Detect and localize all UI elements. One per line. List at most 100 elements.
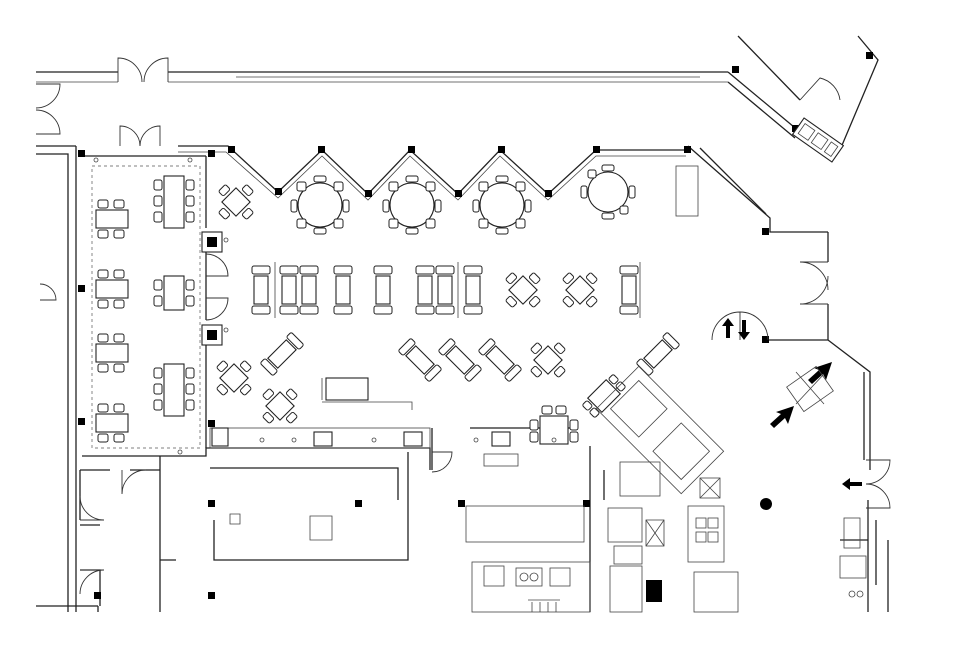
round-table-8[interactable] — [472, 175, 532, 235]
table-6[interactable] — [153, 175, 195, 229]
diagonal-table-4[interactable] — [581, 373, 626, 418]
diamond-table-4[interactable] — [252, 378, 309, 435]
column — [208, 592, 215, 599]
table-2[interactable] — [415, 265, 435, 315]
column — [208, 150, 215, 157]
column — [78, 150, 85, 157]
column — [792, 125, 799, 132]
round-tables[interactable] — [290, 164, 636, 235]
private-dining-tables[interactable] — [95, 175, 195, 443]
column — [684, 146, 691, 153]
column-x — [699, 477, 721, 499]
door-arc-icon[interactable] — [799, 275, 829, 305]
table-4[interactable] — [95, 333, 129, 373]
diamond-table-4[interactable] — [206, 350, 263, 407]
diamond-table-4[interactable] — [208, 174, 265, 231]
table-2[interactable] — [299, 265, 319, 315]
table-2[interactable] — [619, 265, 639, 315]
prep-table — [619, 461, 661, 497]
door-arc-icon[interactable] — [79, 495, 105, 521]
table-2[interactable] — [333, 265, 353, 315]
column — [94, 592, 101, 599]
column — [458, 500, 465, 507]
round-table-8[interactable] — [290, 175, 350, 235]
arrow-up-left-icon — [808, 362, 832, 384]
screen — [403, 431, 423, 447]
exit-arrows — [722, 318, 862, 490]
diagonal-table-2[interactable] — [478, 338, 522, 382]
column — [498, 146, 505, 153]
column — [355, 500, 362, 507]
table-4[interactable] — [529, 405, 579, 445]
bar-equipment — [483, 453, 519, 467]
round-table-6[interactable] — [580, 164, 636, 220]
bar-counter — [209, 427, 431, 449]
table-2[interactable] — [463, 265, 483, 315]
column — [78, 285, 85, 292]
door-arc-icon[interactable] — [865, 483, 891, 509]
column — [866, 52, 873, 59]
table-2[interactable] — [373, 265, 393, 315]
exterior-walls — [36, 35, 889, 612]
diagonal-table-2[interactable] — [398, 338, 442, 382]
screen — [313, 431, 333, 447]
door-arc-icon[interactable] — [799, 77, 841, 101]
kitchen-equipment — [471, 505, 867, 613]
arrow-down-icon — [738, 320, 750, 340]
private-dining-zone — [91, 165, 201, 449]
column — [583, 500, 590, 507]
table-4[interactable] — [95, 403, 129, 443]
equipment — [229, 513, 333, 541]
table-2[interactable] — [435, 265, 455, 315]
diamond-table-4[interactable] — [495, 262, 552, 319]
door-arc-icon[interactable] — [121, 469, 147, 495]
door-arc-icon[interactable] — [205, 253, 229, 277]
column — [762, 336, 769, 343]
table-4[interactable] — [95, 199, 129, 239]
door-arc-icon[interactable] — [35, 83, 61, 109]
door-arc-icon[interactable] — [143, 57, 169, 83]
door-arc-icon[interactable] — [79, 569, 105, 595]
upper-right-bench — [791, 117, 845, 163]
door-arc-icon[interactable] — [39, 283, 57, 301]
door-arc-icon[interactable] — [139, 125, 161, 147]
elevator — [786, 365, 834, 413]
door-arc-icon[interactable] — [205, 297, 229, 321]
diamond-table-4[interactable] — [520, 332, 577, 389]
service-station-angled — [595, 365, 725, 495]
column — [455, 190, 462, 197]
arrow-left-icon — [842, 478, 862, 490]
door-arc-icon[interactable] — [739, 311, 769, 341]
door-arc-icon[interactable] — [117, 57, 143, 83]
door-arc-icon[interactable] — [865, 459, 891, 485]
table-6[interactable] — [153, 363, 195, 417]
arrow-up-icon — [722, 318, 734, 338]
diagonal-table-2[interactable] — [260, 332, 304, 376]
main-floor-tables[interactable] — [206, 174, 680, 445]
host-stand — [325, 377, 369, 401]
column — [208, 420, 215, 427]
column — [228, 146, 235, 153]
door-arc-icon[interactable] — [35, 109, 61, 135]
host-rail — [321, 378, 413, 410]
door-arc-icon[interactable] — [711, 311, 741, 341]
doors[interactable] — [35, 57, 891, 595]
round-table-8[interactable] — [382, 175, 442, 235]
diamond-table-4[interactable] — [552, 262, 609, 319]
table-2[interactable] — [251, 265, 271, 315]
door-arc-icon[interactable] — [799, 261, 829, 291]
table-4[interactable] — [95, 269, 129, 309]
table-2[interactable] — [279, 265, 299, 315]
column — [762, 228, 769, 235]
counters — [201, 165, 699, 543]
door-arc-icon[interactable] — [119, 125, 141, 147]
column — [208, 500, 215, 507]
column — [593, 146, 600, 153]
column — [78, 418, 85, 425]
door-arc-icon[interactable] — [431, 451, 453, 473]
table-4[interactable] — [153, 275, 195, 311]
diagonal-table-2[interactable] — [636, 332, 680, 376]
diagonal-table-2[interactable] — [438, 338, 482, 382]
column-box — [211, 427, 229, 447]
arrow-up-left-icon — [770, 406, 794, 428]
